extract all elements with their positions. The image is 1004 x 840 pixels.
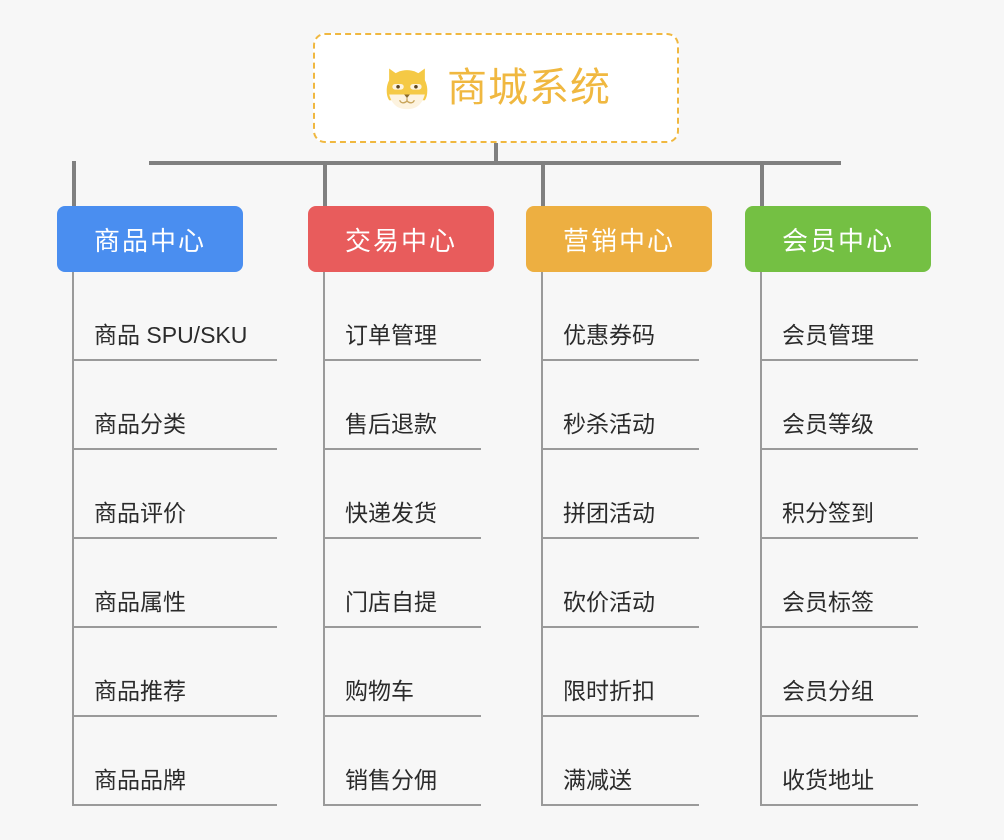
leaf-item[interactable]: 商品评价: [72, 450, 277, 539]
leaf-item[interactable]: 限时折扣: [541, 628, 699, 717]
leaf-item-underline: [541, 715, 699, 717]
leaf-item-label: 积分签到: [782, 500, 874, 526]
column-spine: [323, 272, 325, 806]
leaf-item-underline: [760, 715, 918, 717]
connector-drop-2: [323, 161, 327, 206]
category-label: 会员中心: [781, 225, 894, 256]
leaf-item[interactable]: 会员管理: [760, 272, 918, 361]
leaf-item[interactable]: 门店自提: [323, 539, 481, 628]
connector-drop-4: [760, 161, 764, 206]
root-node-shop-system[interactable]: 商城系统: [313, 33, 679, 143]
leaf-column-1: 商品 SPU/SKU 商品分类商品评价商品属性商品推荐商品品牌: [72, 272, 277, 806]
root-node-title: 商城系统: [447, 66, 611, 110]
leaf-item-underline: [323, 715, 481, 717]
connector-drop-1: [72, 161, 76, 206]
leaf-item-underline: [72, 359, 277, 361]
leaf-item-underline: [541, 448, 699, 450]
leaf-item[interactable]: 收货地址: [760, 717, 918, 806]
leaf-item[interactable]: 会员分组: [760, 628, 918, 717]
leaf-item-label: 售后退款: [345, 411, 437, 437]
leaf-item-underline: [323, 804, 481, 806]
leaf-item-label: 商品分类: [94, 411, 186, 437]
leaf-item-underline: [72, 537, 277, 539]
connector-drop-3: [541, 161, 545, 206]
category-box-4[interactable]: 会员中心: [745, 206, 931, 272]
leaf-item[interactable]: 会员标签: [760, 539, 918, 628]
column-spine: [72, 272, 74, 806]
leaf-item-label: 销售分佣: [345, 767, 437, 793]
leaf-item-label: 门店自提: [345, 589, 437, 615]
leaf-item-underline: [323, 359, 481, 361]
category-box-2[interactable]: 交易中心: [308, 206, 494, 272]
leaf-item-label: 商品 SPU/SKU: [94, 322, 248, 348]
leaf-item-label: 优惠券码: [563, 322, 655, 348]
leaf-item-underline: [760, 626, 918, 628]
leaf-item[interactable]: 优惠券码: [541, 272, 699, 361]
leaf-item-label: 商品评价: [94, 500, 186, 526]
category-label: 商品中心: [93, 225, 206, 256]
leaf-item-label: 快递发货: [345, 500, 437, 526]
leaf-item[interactable]: 秒杀活动: [541, 361, 699, 450]
leaf-item-underline: [72, 715, 277, 717]
leaf-item-label: 商品品牌: [94, 767, 186, 793]
category-box-3[interactable]: 营销中心: [526, 206, 712, 272]
leaf-item-label: 砍价活动: [563, 589, 655, 615]
leaf-column-4: 会员管理会员等级积分签到会员标签会员分组收货地址: [760, 272, 918, 806]
category-label: 交易中心: [344, 225, 457, 256]
leaf-item-underline: [541, 626, 699, 628]
shiba-dog-face-icon: [386, 68, 428, 110]
leaf-item-underline: [760, 448, 918, 450]
column-spine: [760, 272, 762, 806]
leaf-item[interactable]: 销售分佣: [323, 717, 481, 806]
leaf-item-label: 拼团活动: [563, 500, 655, 526]
column-spine: [541, 272, 543, 806]
leaf-item[interactable]: 商品属性: [72, 539, 277, 628]
leaf-item[interactable]: 积分签到: [760, 450, 918, 539]
leaf-item[interactable]: 购物车: [323, 628, 481, 717]
leaf-item-underline: [72, 448, 277, 450]
leaf-item-label: 限时折扣: [563, 678, 655, 704]
leaf-item[interactable]: 商品 SPU/SKU: [72, 272, 277, 361]
leaf-item-label: 商品推荐: [94, 678, 186, 704]
leaf-item[interactable]: 拼团活动: [541, 450, 699, 539]
leaf-item[interactable]: 快递发货: [323, 450, 481, 539]
leaf-item-underline: [760, 804, 918, 806]
leaf-item-label: 会员等级: [782, 411, 874, 437]
leaf-item[interactable]: 商品推荐: [72, 628, 277, 717]
leaf-item-label: 秒杀活动: [563, 411, 655, 437]
leaf-item[interactable]: 会员等级: [760, 361, 918, 450]
leaf-item[interactable]: 商品品牌: [72, 717, 277, 806]
leaf-item-underline: [541, 359, 699, 361]
leaf-item-label: 会员标签: [782, 589, 874, 615]
leaf-item-label: 收货地址: [782, 767, 874, 793]
leaf-item-label: 会员分组: [782, 678, 874, 704]
leaf-item-underline: [760, 359, 918, 361]
connector-root-stem: [494, 143, 498, 164]
leaf-item[interactable]: 商品分类: [72, 361, 277, 450]
leaf-item[interactable]: 售后退款: [323, 361, 481, 450]
leaf-item[interactable]: 砍价活动: [541, 539, 699, 628]
leaf-item-label: 订单管理: [345, 322, 437, 348]
leaf-item-underline: [541, 537, 699, 539]
leaf-column-3: 优惠券码秒杀活动拼团活动砍价活动限时折扣满减送: [541, 272, 699, 806]
leaf-item-underline: [72, 804, 277, 806]
leaf-item[interactable]: 满减送: [541, 717, 699, 806]
leaf-item-label: 满减送: [563, 767, 632, 793]
leaf-item-underline: [323, 626, 481, 628]
leaf-item-underline: [323, 537, 481, 539]
leaf-item-label: 会员管理: [782, 322, 874, 348]
category-box-1[interactable]: 商品中心: [57, 206, 243, 272]
category-label: 营销中心: [562, 225, 675, 256]
leaf-item[interactable]: 订单管理: [323, 272, 481, 361]
leaf-item-underline: [72, 626, 277, 628]
leaf-item-underline: [323, 448, 481, 450]
connector-horizontal-bus: [149, 161, 841, 165]
leaf-item-underline: [541, 804, 699, 806]
leaf-item-label: 商品属性: [94, 589, 186, 615]
leaf-item-underline: [760, 537, 918, 539]
leaf-column-2: 订单管理售后退款快递发货门店自提购物车销售分佣: [323, 272, 481, 806]
leaf-item-label: 购物车: [345, 678, 414, 704]
